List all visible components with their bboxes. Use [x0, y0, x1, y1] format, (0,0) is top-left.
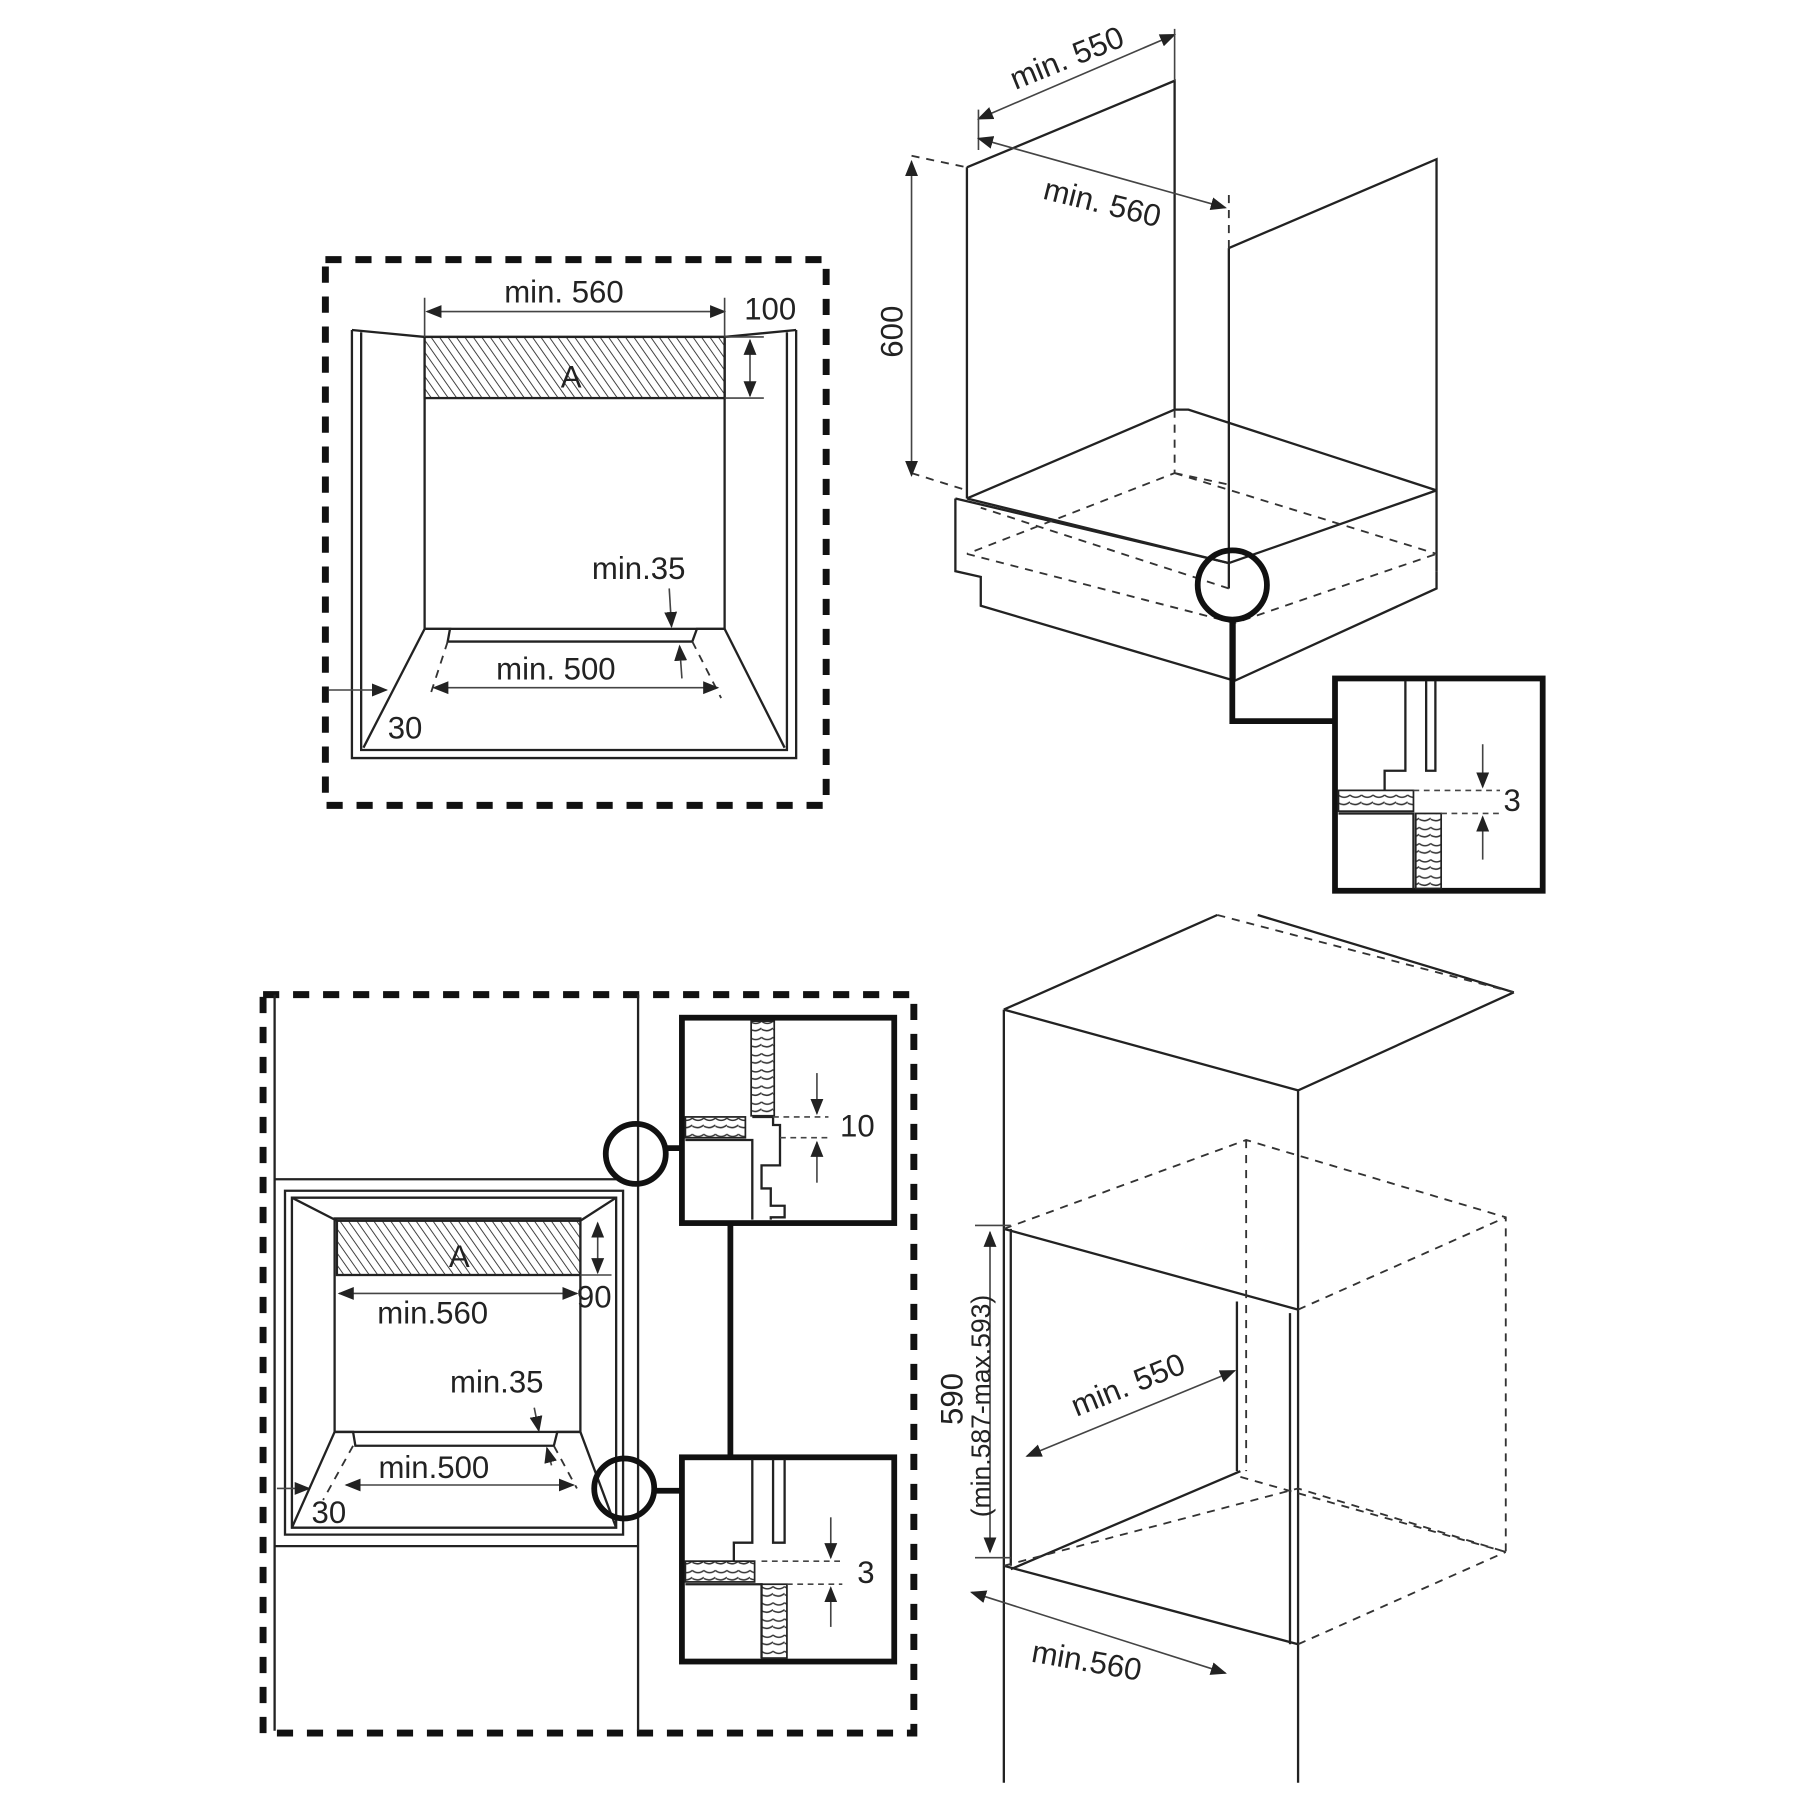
hatched-area-a [335, 1219, 582, 1277]
detail-box-3mm: 3 [1332, 675, 1546, 894]
dim-gap: min.35 [592, 551, 685, 586]
dim-width-bottom-bottom: min.500 [378, 1450, 489, 1485]
dim-side-bottom: 30 [312, 1495, 347, 1530]
hatched-area-a [423, 335, 726, 400]
detail-box-10mm: 10 [679, 1014, 898, 1226]
dim-detail-gap: 3 [1503, 783, 1520, 818]
dim-height-range: (min.587-max.593) [966, 1295, 996, 1518]
dim-detail-bottom-gap: 3 [857, 1555, 874, 1590]
bottom-left-front-view: A 90 min.560 min.35 min.500 30 10 [259, 991, 918, 1737]
tall-cabinet-outline-dashed [259, 991, 918, 1737]
dim-gap-bottom: min.35 [450, 1365, 543, 1400]
label-a: A [561, 360, 582, 395]
dim-side: 30 [388, 710, 423, 745]
dim-height: 600 [874, 306, 909, 358]
top-left-front-view: A min. 560 100 min.35 min. 500 30 [321, 256, 830, 809]
bottom-right-tall-cabinet-perspective: 590 (min.587-max.593) min. 550 min.560 [934, 913, 1515, 1783]
dim-width: min. 560 [1040, 171, 1164, 234]
dim-detail-top-gap: 10 [840, 1109, 875, 1144]
dim-depth: min. 550 [1005, 19, 1129, 96]
detail-box-3mm-bottom: 3 [679, 1454, 898, 1665]
dim-height-590: 590 [934, 1373, 969, 1425]
cabinet-outline-dashed [321, 256, 830, 809]
dim-width-top-bottom: min.560 [377, 1295, 488, 1330]
top-right-cabinet-perspective: 600 min. 550 min. 560 3 [874, 19, 1546, 894]
dim-height-right-bottom: 90 [577, 1279, 612, 1314]
detail-callout-circle-top [602, 1120, 669, 1187]
dim-width-top: min. 560 [504, 274, 623, 309]
dim-height-right: 100 [744, 292, 796, 327]
dim-width-bottom: min. 500 [496, 652, 615, 687]
label-a-bottom: A [449, 1239, 470, 1274]
dim-depth-bottom: min. 550 [1066, 1346, 1190, 1423]
